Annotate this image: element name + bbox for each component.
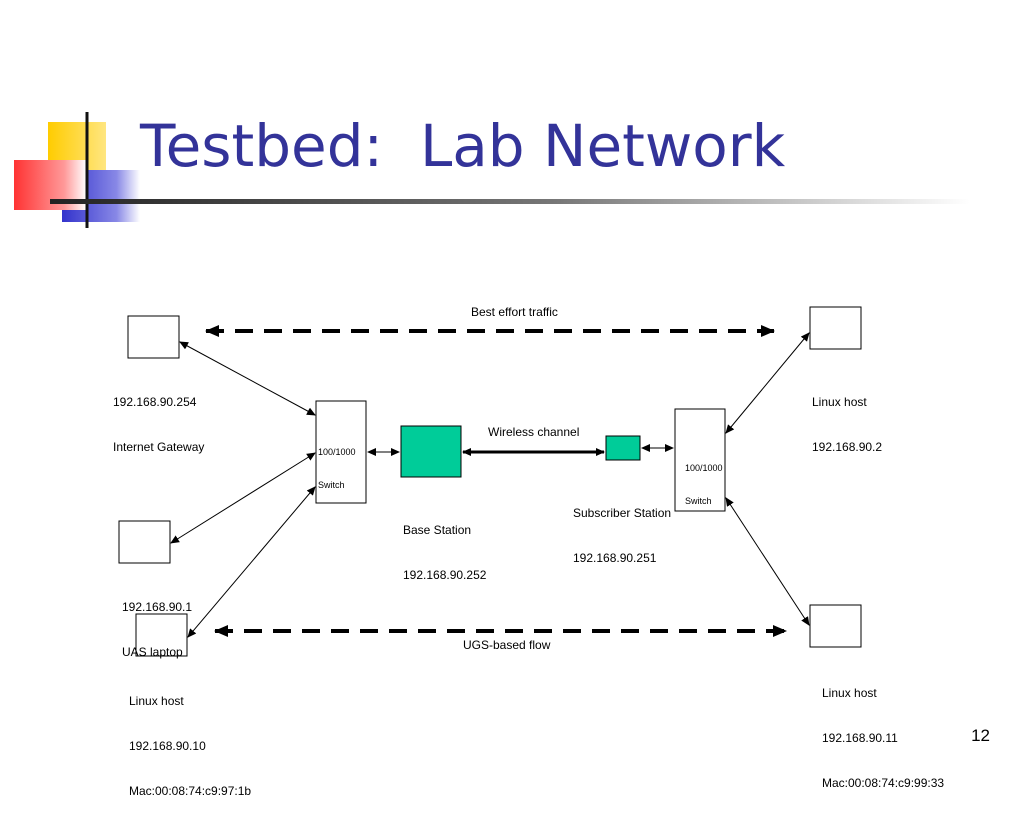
linux-host-top-right-ip: 192.168.90.2 [812, 440, 883, 454]
network-diagram [118, 306, 862, 657]
ugs-flow-label: UGS-based flow [463, 638, 551, 652]
linux-left-to-switch-link [187, 486, 316, 638]
right-switch-to-linux-bottom-link [725, 497, 810, 626]
linux-host-left-label: Linux host 192.168.90.10 Mac:00:08:74:c9… [129, 664, 251, 829]
linux-host-left-mac: Mac:00:08:74:c9:97:1b [129, 784, 252, 798]
right-switch-to-linux-top-link [725, 332, 810, 434]
subscriber-station-name: Subscriber Station [573, 506, 672, 520]
page-number: 12 [971, 726, 990, 745]
page-title: Testbed: Lab Network [140, 112, 786, 180]
slide-decoration [14, 112, 970, 228]
base-station-box [400, 425, 462, 478]
internet-gateway-box [127, 315, 180, 359]
uas-laptop-box [118, 520, 171, 564]
wireless-channel-label: Wireless channel [488, 425, 580, 439]
linux-host-top-right-label: Linux host 192.168.90.2 [812, 365, 882, 485]
left-switch-box [315, 400, 367, 504]
right-switch-label: 100/1000 Switch [685, 441, 723, 529]
internet-gateway-ip: 192.168.90.254 [113, 395, 197, 409]
slide: Testbed: Lab Network [14, 112, 990, 798]
linux-host-top-right-box [809, 306, 862, 350]
uas-laptop-ip: 192.168.90.1 [122, 600, 193, 614]
right-switch-label-line2: Switch [685, 496, 712, 506]
linux-host-left-ip: 192.168.90.10 [129, 739, 206, 753]
left-switch-label-line1: 100/1000 [318, 447, 356, 457]
linux-host-left-box [135, 613, 188, 657]
base-station-name: Base Station [403, 523, 472, 537]
base-station-ip: 192.168.90.252 [403, 568, 487, 582]
left-switch-label: 100/1000 Switch [318, 425, 356, 513]
linux-host-bottom-right-ip: 192.168.90.11 [822, 731, 898, 745]
title-rule [50, 199, 970, 204]
right-switch-box [674, 408, 726, 512]
subscriber-station-box [605, 435, 641, 461]
subscriber-station-label: Subscriber Station 192.168.90.251 [573, 476, 671, 596]
base-station-label: Base Station 192.168.90.252 [403, 493, 486, 613]
linux-host-top-right-name: Linux host [812, 395, 867, 409]
internet-gateway-label: 192.168.90.254 Internet Gateway [113, 365, 204, 485]
subscriber-station-ip: 192.168.90.251 [573, 551, 657, 565]
uas-laptop-name: UAS laptop [122, 645, 183, 659]
linux-host-left-name: Linux host [129, 694, 184, 708]
uas-laptop-label: 192.168.90.1 UAS laptop [122, 570, 192, 690]
linux-host-bottom-right-box [809, 604, 862, 648]
left-switch-label-line2: Switch [318, 480, 345, 490]
right-switch-label-line1: 100/1000 [685, 463, 723, 473]
best-effort-label: Best effort traffic [471, 305, 558, 319]
linux-host-bottom-right-mac: Mac:00:08:74:c9:99:33 [822, 776, 945, 790]
internet-gateway-name: Internet Gateway [113, 440, 205, 454]
linux-host-bottom-right-label: Linux host 192.168.90.11 Mac:00:08:74:c9… [822, 656, 944, 821]
linux-host-bottom-right-name: Linux host [822, 686, 877, 700]
gateway-to-left-switch-link [179, 341, 316, 416]
